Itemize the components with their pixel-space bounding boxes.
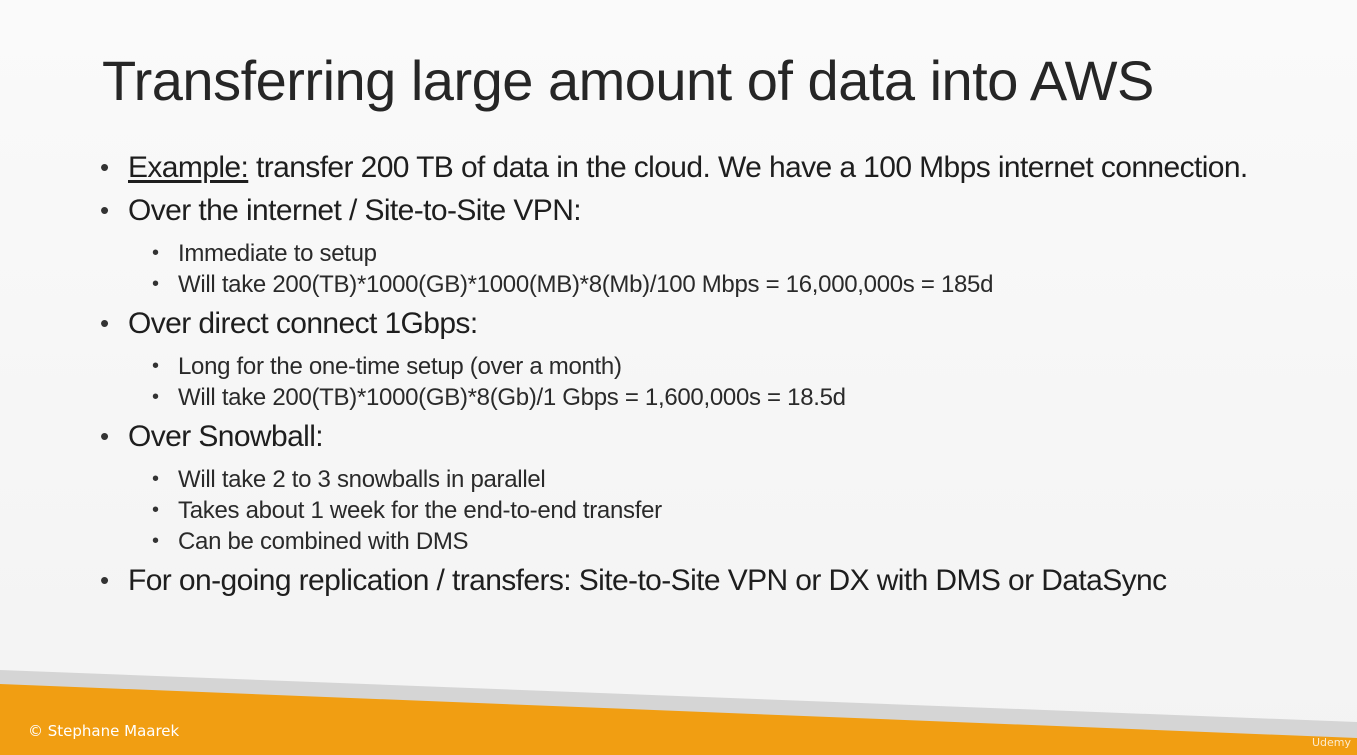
sub-bullet: Will take 200(TB)*1000(GB)*8(Gb)/1 Gbps … [100,382,1300,413]
copyright-text: © Stephane Maarek [28,722,180,740]
sub-bullet: Takes about 1 week for the end-to-end tr… [100,495,1300,526]
bullet-internet-vpn: Over the internet / Site-to-Site VPN: [100,195,1300,226]
ongoing-label: For on-going replication / transfers: [128,564,572,597]
sub-bullet: Will take 200(TB)*1000(GB)*1000(MB)*8(Mb… [100,269,1300,300]
udemy-watermark: Udemy [1311,736,1351,749]
sub-bullet: Will take 2 to 3 snowballs in parallel [100,464,1300,495]
sub-bullet: Immediate to setup [100,238,1300,269]
bullet-example: Example: transfer 200 TB of data in the … [100,152,1300,183]
example-text: transfer 200 TB of data in the cloud. We… [248,151,1248,184]
slide-title: Transferring large amount of data into A… [102,49,1154,112]
bullet-list: Example: transfer 200 TB of data in the … [100,152,1300,608]
sub-bullet: Can be combined with DMS [100,526,1300,557]
ongoing-text: Site-to-Site VPN or DX with DMS or DataS… [571,564,1167,597]
sublist-direct-connect: Long for the one-time setup (over a mont… [100,351,1300,413]
bullet-ongoing-replication: For on-going replication / transfers: Si… [100,565,1300,596]
sublist-snowball: Will take 2 to 3 snowballs in parallel T… [100,464,1300,557]
sub-bullet: Long for the one-time setup (over a mont… [100,351,1300,382]
example-label: Example: [128,151,249,184]
bullet-direct-connect: Over direct connect 1Gbps: [100,308,1300,339]
sublist-internet-vpn: Immediate to setup Will take 200(TB)*100… [100,238,1300,300]
bullet-snowball: Over Snowball: [100,421,1300,452]
